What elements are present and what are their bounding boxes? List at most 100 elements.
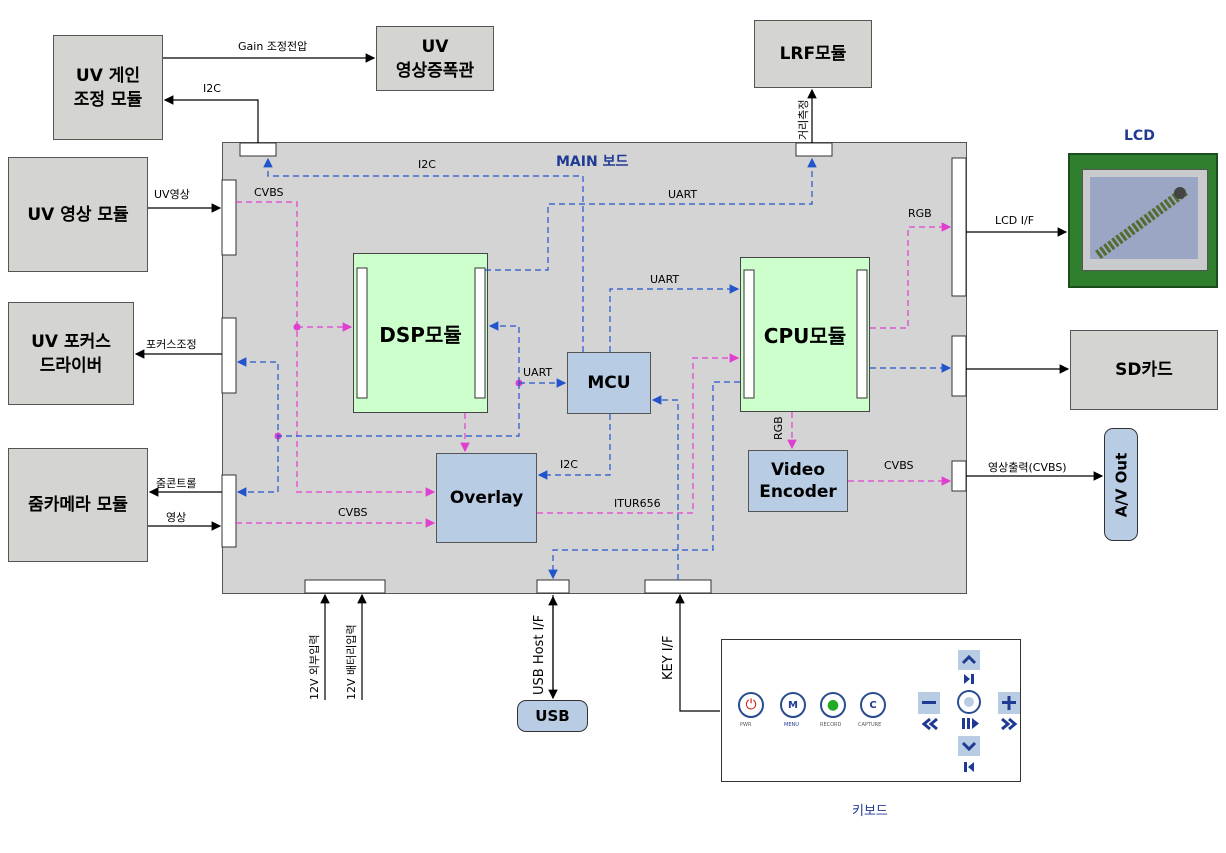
i2c-overlay-path bbox=[537, 414, 611, 480]
capture-button-label: CAPTURE bbox=[858, 722, 882, 728]
up-icon[interactable] bbox=[958, 650, 980, 670]
zoom-camera-module: 줌카메라 모듈 bbox=[8, 448, 148, 562]
label-focus-control: 포커스조정 bbox=[146, 338, 197, 351]
pwr-button-label: PWR bbox=[740, 722, 752, 728]
connector-focus bbox=[221, 317, 237, 394]
menu-button-label: MENU bbox=[784, 722, 799, 728]
sd-card-module: SD카드 bbox=[1070, 330, 1218, 410]
label-uart-mcu: UART bbox=[523, 366, 553, 379]
connector-key bbox=[644, 579, 712, 594]
uv-focus-driver-label: UV 포커스 드라이버 bbox=[31, 331, 111, 376]
cpu-module: CPU모듈 bbox=[740, 257, 870, 412]
uart-lrf-path bbox=[485, 157, 817, 271]
record-button-symbol: ● bbox=[826, 697, 840, 713]
zoom-control-path bbox=[236, 436, 279, 497]
down-icon[interactable] bbox=[958, 736, 980, 756]
video-encoder-module: Video Encoder bbox=[748, 450, 848, 512]
key-line bbox=[675, 593, 720, 712]
main-board-title: MAIN 보드 bbox=[556, 154, 629, 170]
key-mcu-path bbox=[651, 395, 679, 580]
label-key-if: KEY I/F bbox=[661, 635, 676, 680]
label-itur656: ITUR656 bbox=[614, 497, 661, 510]
lrf-module-label: LRF모듈 bbox=[779, 44, 847, 64]
label-battery: 12V 배터리입력 bbox=[345, 624, 358, 700]
cpu-usb-path bbox=[548, 381, 740, 580]
control-paths bbox=[236, 157, 952, 580]
cvbs-uv-path bbox=[236, 201, 436, 497]
label-lcd-if: LCD I/F bbox=[995, 214, 1035, 227]
mcu-module-label: MCU bbox=[587, 373, 631, 393]
cpu-pin-left bbox=[743, 269, 755, 399]
overlay-module-label: Overlay bbox=[449, 488, 524, 508]
itur656-path bbox=[537, 353, 740, 514]
skip-prev-icon bbox=[964, 762, 974, 772]
minus-icon[interactable] bbox=[918, 692, 940, 714]
skip-next-icon bbox=[964, 674, 974, 684]
connector-lrf bbox=[795, 142, 833, 157]
label-usb-host: USB Host I/F bbox=[532, 614, 547, 695]
connector-zoom bbox=[221, 474, 237, 548]
label-gain-voltage: Gain 조정전압 bbox=[238, 40, 308, 53]
record-button[interactable]: ● bbox=[820, 692, 846, 718]
pwr-button[interactable]: ⏻ bbox=[738, 692, 764, 718]
uv-focus-driver: UV 포커스 드라이버 bbox=[8, 302, 134, 405]
connector-blocks bbox=[221, 142, 967, 594]
usb-module-label: USB bbox=[535, 707, 570, 725]
navigation-pad bbox=[918, 650, 1020, 772]
dsp-pin-right bbox=[474, 267, 486, 399]
dsp-module: DSP모듈 bbox=[353, 253, 488, 413]
lcd-title: LCD bbox=[1124, 128, 1155, 144]
lcd-screen-graphic bbox=[1095, 186, 1188, 259]
label-rgb-cpu: RGB bbox=[772, 416, 785, 440]
label-uart-top: UART bbox=[668, 188, 698, 201]
label-distance: 거리측정 bbox=[797, 99, 810, 140]
uart-dsp-path bbox=[488, 321, 520, 383]
cpu-pin-right bbox=[856, 269, 868, 399]
capture-button[interactable]: C bbox=[860, 692, 886, 718]
lcd-image bbox=[1068, 153, 1218, 288]
label-video-out: 영상출력(CVBS) bbox=[988, 461, 1067, 474]
capture-button-symbol: C bbox=[869, 699, 877, 711]
uv-tube-module: UV 영상증폭관 bbox=[376, 26, 494, 91]
uv-gain-module: UV 게인 조정 모듈 bbox=[53, 35, 163, 140]
zoom-camera-module-label: 줌카메라 모듈 bbox=[28, 495, 128, 515]
video-paths bbox=[236, 201, 952, 528]
dsp-pin-left bbox=[356, 267, 368, 399]
play-pause-icon bbox=[962, 718, 979, 729]
connector-lcd bbox=[951, 157, 967, 297]
mcu-module: MCU bbox=[567, 352, 651, 414]
connector-av bbox=[951, 460, 967, 492]
overlay-module: Overlay bbox=[436, 453, 537, 543]
video-encoder-label: Video Encoder bbox=[759, 460, 837, 502]
connector-uv-video bbox=[221, 179, 237, 256]
cpu-module-label: CPU모듈 bbox=[763, 324, 847, 348]
dsp-module-label: DSP모듈 bbox=[379, 322, 462, 347]
menu-button[interactable]: M bbox=[780, 692, 806, 718]
label-cvbs-bottom: CVBS bbox=[338, 506, 368, 519]
plus-icon[interactable] bbox=[998, 692, 1020, 714]
uv-tube-module-label: UV 영상증폭관 bbox=[395, 36, 475, 81]
usb-module: USB bbox=[517, 700, 588, 732]
label-rgb-lcd: RGB bbox=[908, 207, 932, 220]
keyboard-buttons: ⏻ PWR M MENU ● RECORD C CAPTURE bbox=[736, 690, 896, 730]
connector-i2c-top bbox=[239, 142, 277, 157]
pwr-button-symbol: ⏻ bbox=[745, 697, 757, 713]
label-cvbs-encoder: CVBS bbox=[884, 459, 914, 472]
connector-power bbox=[304, 579, 386, 594]
center-button-icon[interactable] bbox=[957, 690, 981, 714]
av-out-module: A/V Out bbox=[1104, 428, 1138, 541]
uv-gain-module-label: UV 게인 조정 모듈 bbox=[73, 65, 143, 110]
uv-video-module: UV 영상 모듈 bbox=[8, 157, 148, 272]
i2c-gain-line bbox=[163, 95, 259, 143]
rewind-icon bbox=[921, 717, 938, 731]
label-cvbs-top: CVBS bbox=[254, 186, 284, 199]
label-i2c-overlay: I2C bbox=[560, 458, 578, 471]
i2c-top-path bbox=[263, 157, 584, 352]
lrf-module: LRF모듈 bbox=[754, 20, 872, 88]
label-i2c-top: I2C bbox=[418, 158, 436, 171]
uv-video-module-label: UV 영상 모듈 bbox=[27, 204, 129, 225]
fast-forward-icon bbox=[1001, 717, 1018, 731]
record-button-label: RECORD bbox=[820, 722, 842, 728]
connector-sd bbox=[951, 335, 967, 397]
